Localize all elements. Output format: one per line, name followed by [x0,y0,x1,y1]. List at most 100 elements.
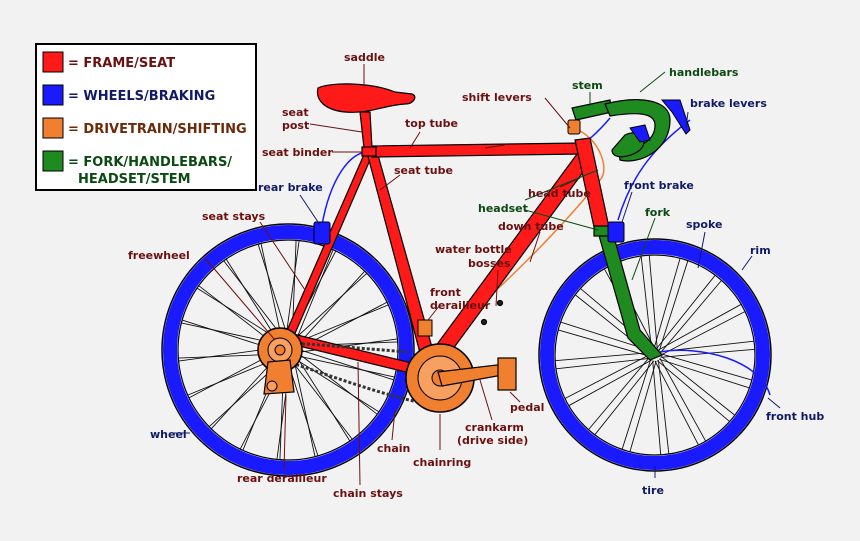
part-labels: saddle seat post seat binder top tube se… [128,51,824,500]
spoke [289,357,353,440]
front-tire [540,240,770,470]
label-rear-brake: rear brake [258,181,323,194]
handlebars [604,99,671,162]
spoke [594,360,655,436]
spoke [295,351,378,415]
pedal [497,357,517,391]
legend-drivetrain-label: = DRIVETRAIN/SHIFTING [68,122,247,137]
shift-levers [567,119,581,135]
spoke [295,348,394,381]
label-handlebars: handlebars [669,66,739,79]
rear-brake [313,221,331,245]
spoke [660,311,746,356]
label-down-tube: down tube [498,220,564,233]
fork-leaders [524,71,666,281]
label-fork: fork [645,206,671,219]
label-front-hub: front hub [766,410,824,423]
spoke [653,258,681,350]
legend-wheels-label: = WHEELS/BRAKING [68,89,215,104]
label-spoke: spoke [686,218,722,231]
spoke [295,338,398,354]
saddle [316,83,416,113]
front-derailleur [417,319,433,337]
top-tube [367,142,583,158]
seat-post [359,111,373,149]
spoke [660,355,736,416]
spoke [654,360,699,446]
front-spokes [555,255,755,455]
spoke [660,353,752,381]
front-wheel [538,238,772,472]
label-seat-post-1: seat [282,106,309,119]
spoke [659,358,750,389]
spoke [295,270,366,348]
label-water-bottle-1: water bottle [435,243,512,256]
label-chain: chain [377,442,410,455]
front-brake [607,221,625,243]
spoke [658,260,689,351]
spoke [652,360,662,455]
spoke [284,240,300,343]
spoke [564,354,650,399]
legend-frame-label: = FRAME/SEAT [68,56,175,71]
label-wheel: wheel [150,428,187,441]
spoke [260,243,284,344]
label-shift-levers: shift levers [462,91,532,104]
spoke [294,353,351,442]
spoke [568,359,652,407]
label-chainring: chainring [413,456,471,469]
spoke [257,244,290,343]
spoke [290,272,368,343]
wheel-leaders [174,111,781,478]
legend-box [35,43,257,191]
label-front-derailleur-2: derailleur [430,299,491,312]
spoke [657,359,670,455]
spoke [555,357,651,370]
spoke [658,303,742,351]
label-water-bottle-2: bosses [468,257,511,270]
label-headset: headset [478,202,528,215]
spoke [293,249,334,346]
spoke [648,255,658,350]
rear-tire [163,225,413,475]
label-rear-derailleur: rear derailleur [237,472,327,485]
stem [571,99,613,121]
label-rim: rim [750,244,771,257]
spoke [660,280,722,353]
label-top-tube: top tube [405,117,458,130]
legend-swatch-frame [42,51,64,73]
spoke [629,360,657,452]
label-stem: stem [572,79,603,92]
label-chain-stays: chain stays [333,487,403,500]
legend-swatch-fork [42,150,64,172]
label-tire: tire [642,484,664,497]
spoke [657,360,730,422]
spoke [621,359,652,450]
label-head-tube: head tube [528,187,591,200]
label-crankarm-2: (drive side) [457,434,528,447]
chain-path [281,340,433,407]
frame-leaders [204,64,581,486]
label-seat-tube: seat tube [394,164,453,177]
drivetrain [257,319,517,413]
label-seat-stays: seat stays [202,210,266,223]
spoke [555,352,650,362]
spoke [294,354,395,378]
spoke [291,356,380,413]
legend-fork-label-1: = FORK/HANDLEBARS/ [68,155,232,170]
label-pedal: pedal [510,401,544,414]
seat-binder [361,146,377,157]
label-freewheel: freewheel [128,249,190,262]
brake-levers [629,99,691,143]
legend-swatch-drivetrain [42,117,64,139]
spoke [659,358,707,442]
label-front-brake: front brake [624,179,694,192]
spoke [558,329,650,357]
label-saddle: saddle [344,51,385,64]
legend: = FRAME/SEAT = WHEELS/BRAKING = DRIVETRA… [35,43,257,191]
label-seat-binder: seat binder [262,146,333,159]
brakes [313,221,625,245]
label-crankarm-1: crankarm [465,421,524,434]
